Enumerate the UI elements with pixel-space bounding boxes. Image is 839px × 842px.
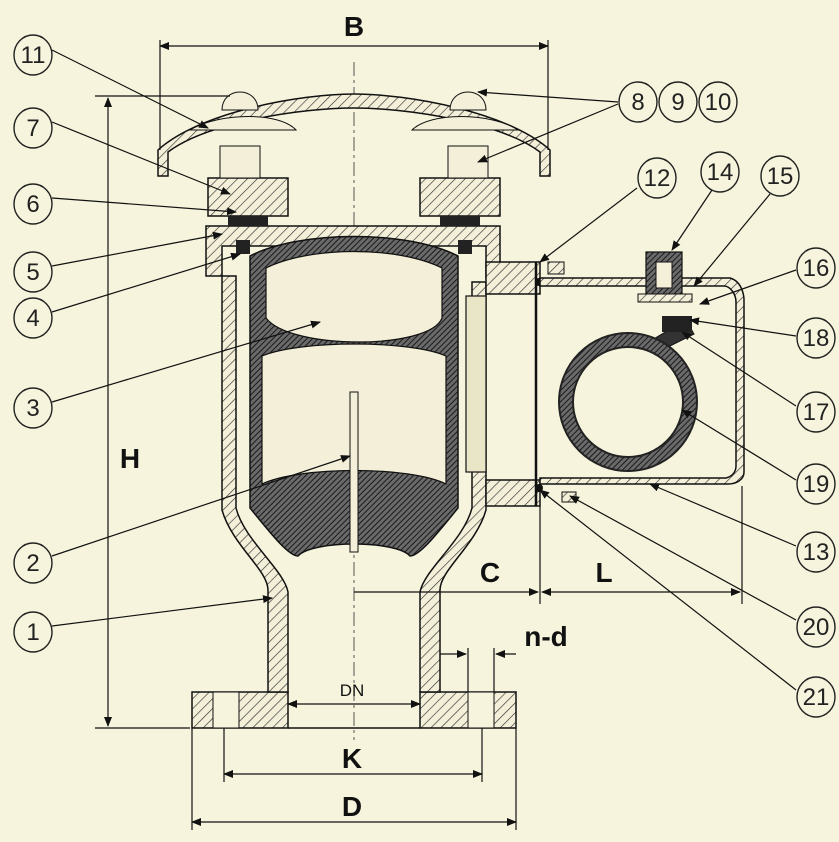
callout-5: 5 bbox=[13, 251, 53, 293]
main-float bbox=[249, 235, 459, 557]
callout-number: 9 bbox=[671, 89, 684, 116]
callout-circle bbox=[13, 611, 53, 653]
callout-12: 12 bbox=[637, 157, 677, 199]
callout-circle bbox=[13, 297, 53, 339]
callout-circle bbox=[698, 81, 738, 123]
callout-circle bbox=[796, 606, 836, 648]
valve-body-neck bbox=[221, 275, 487, 693]
dim-label-nd: n-d bbox=[524, 621, 568, 652]
callout-number: 17 bbox=[803, 399, 830, 426]
callout-2: 2 bbox=[13, 542, 53, 584]
callout-circle bbox=[796, 247, 836, 289]
callout-number: 2 bbox=[26, 550, 39, 577]
dim-label-c: C bbox=[480, 557, 500, 588]
small-float-ball bbox=[558, 316, 698, 472]
auxiliary-valve-assembly bbox=[637, 251, 693, 303]
callout-circle bbox=[13, 542, 53, 584]
callout-6: 6 bbox=[13, 183, 53, 225]
callout-4: 4 bbox=[13, 297, 53, 339]
callout-circle bbox=[13, 183, 53, 225]
callout-21: 21 bbox=[796, 676, 836, 718]
callout-circle bbox=[796, 463, 836, 505]
callout-circle bbox=[13, 107, 53, 149]
callout-circle bbox=[13, 251, 53, 293]
callout-number: 8 bbox=[631, 89, 644, 116]
callout-circle bbox=[796, 676, 836, 718]
callout-11: 11 bbox=[13, 34, 53, 76]
callout-number: 7 bbox=[26, 115, 39, 142]
callout-18: 18 bbox=[796, 317, 836, 359]
callout-number: 10 bbox=[705, 89, 732, 116]
callout-1: 1 bbox=[13, 611, 53, 653]
callout-number: 11 bbox=[21, 42, 46, 69]
callout-number: 15 bbox=[767, 163, 794, 190]
callout-8: 8 bbox=[618, 81, 658, 123]
callout-circle bbox=[796, 531, 836, 573]
callout-number: 19 bbox=[803, 471, 830, 498]
callout-number: 13 bbox=[803, 539, 830, 566]
dim-label-dn: DN bbox=[340, 681, 365, 700]
callout-13: 13 bbox=[796, 531, 836, 573]
callout-number: 3 bbox=[26, 395, 39, 422]
callout-number: 6 bbox=[26, 191, 39, 218]
callout-number: 21 bbox=[803, 684, 830, 711]
dim-label-l: L bbox=[595, 557, 612, 588]
callout-circle bbox=[637, 157, 677, 199]
side-outlet-body bbox=[465, 261, 745, 507]
callout-20: 20 bbox=[796, 606, 836, 648]
callout-number: 12 bbox=[644, 165, 671, 192]
callout-16: 16 bbox=[796, 247, 836, 289]
callout-circle bbox=[13, 387, 53, 429]
callout-7: 7 bbox=[13, 107, 53, 149]
callout-14: 14 bbox=[700, 151, 740, 193]
callout-circle bbox=[796, 391, 836, 433]
dimension-lines bbox=[95, 40, 743, 830]
callout-10: 10 bbox=[698, 81, 738, 123]
body-top-ring bbox=[205, 225, 501, 279]
callout-number: 20 bbox=[803, 614, 830, 641]
callout-number: 4 bbox=[26, 305, 39, 332]
dim-label-h: H bbox=[120, 443, 140, 474]
leader-lines bbox=[51, 49, 797, 691]
dim-label-k: K bbox=[342, 743, 362, 774]
callout-9: 9 bbox=[658, 81, 698, 123]
callout-17: 17 bbox=[796, 391, 836, 433]
callout-circle bbox=[796, 317, 836, 359]
callout-19: 19 bbox=[796, 463, 836, 505]
callout-3: 3 bbox=[13, 387, 53, 429]
callout-number: 14 bbox=[707, 159, 734, 186]
callout-circle bbox=[618, 81, 658, 123]
callout-number: 5 bbox=[26, 259, 39, 286]
bottom-flange bbox=[191, 691, 517, 729]
callout-circle bbox=[760, 155, 800, 197]
dim-label-d: D bbox=[342, 791, 362, 822]
callout-number: 18 bbox=[803, 325, 830, 352]
callout-circle bbox=[700, 151, 740, 193]
dim-label-b: B bbox=[344, 11, 364, 42]
callout-number: 1 bbox=[26, 619, 39, 646]
callout-circle bbox=[658, 81, 698, 123]
callout-15: 15 bbox=[760, 155, 800, 197]
callout-number: 16 bbox=[803, 255, 830, 282]
callout-circle bbox=[13, 34, 53, 76]
